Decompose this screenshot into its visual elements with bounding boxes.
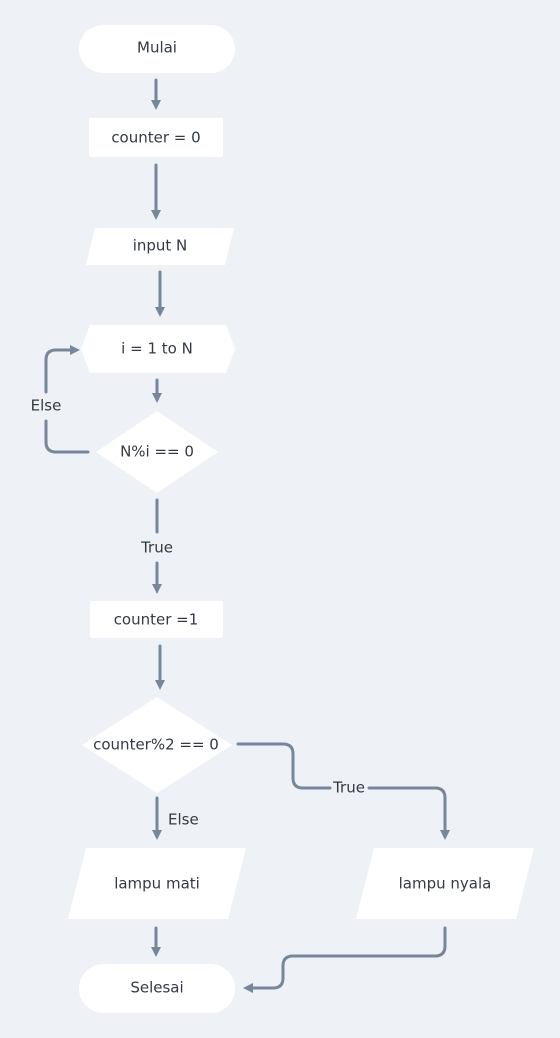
node-label: N%i == 0 — [120, 443, 194, 461]
node-label: counter%2 == 0 — [93, 736, 219, 754]
edge-label-true-even: True — [332, 779, 365, 797]
decision-shape — [96, 411, 218, 493]
output-shape — [356, 848, 534, 919]
edge-label-true-mod: True — [140, 539, 173, 557]
edge-label-else-loop: Else — [31, 397, 62, 415]
node-input-n: input N — [86, 228, 234, 265]
terminator-shape — [79, 25, 235, 73]
decision-shape — [82, 697, 232, 793]
node-label: counter =1 — [114, 611, 199, 629]
terminator-shape — [79, 964, 235, 1013]
node-start: Mulai — [79, 25, 235, 73]
node-loop: i = 1 to N — [81, 325, 235, 373]
node-label: counter = 0 — [111, 129, 200, 147]
edge-label-else-even: Else — [168, 811, 199, 829]
edge-on-to-end — [243, 926, 447, 993]
node-label: Selesai — [130, 979, 183, 997]
node-label: i = 1 to N — [121, 340, 193, 358]
edges — [44, 78, 447, 993]
edge-else-loop-back — [44, 350, 90, 454]
node-label: lampu mati — [114, 875, 200, 893]
node-label: Mulai — [137, 39, 177, 57]
loop-shape — [81, 325, 235, 373]
node-cond-mod: N%i == 0 — [96, 411, 218, 493]
node-lamp-off: lampu mati — [68, 848, 246, 919]
process-shape — [90, 601, 223, 638]
node-end: Selesai — [79, 964, 235, 1013]
node-init-counter: counter = 0 — [89, 118, 223, 157]
node-cond-even: counter%2 == 0 — [82, 697, 232, 793]
output-shape — [68, 848, 246, 919]
node-set-counter: counter =1 — [90, 601, 223, 638]
edge-even-true — [236, 742, 445, 836]
process-shape — [89, 118, 223, 157]
node-label: lampu nyala — [399, 875, 492, 893]
node-lamp-on: lampu nyala — [356, 848, 534, 919]
input-shape — [86, 228, 234, 265]
node-label: input N — [133, 237, 188, 255]
